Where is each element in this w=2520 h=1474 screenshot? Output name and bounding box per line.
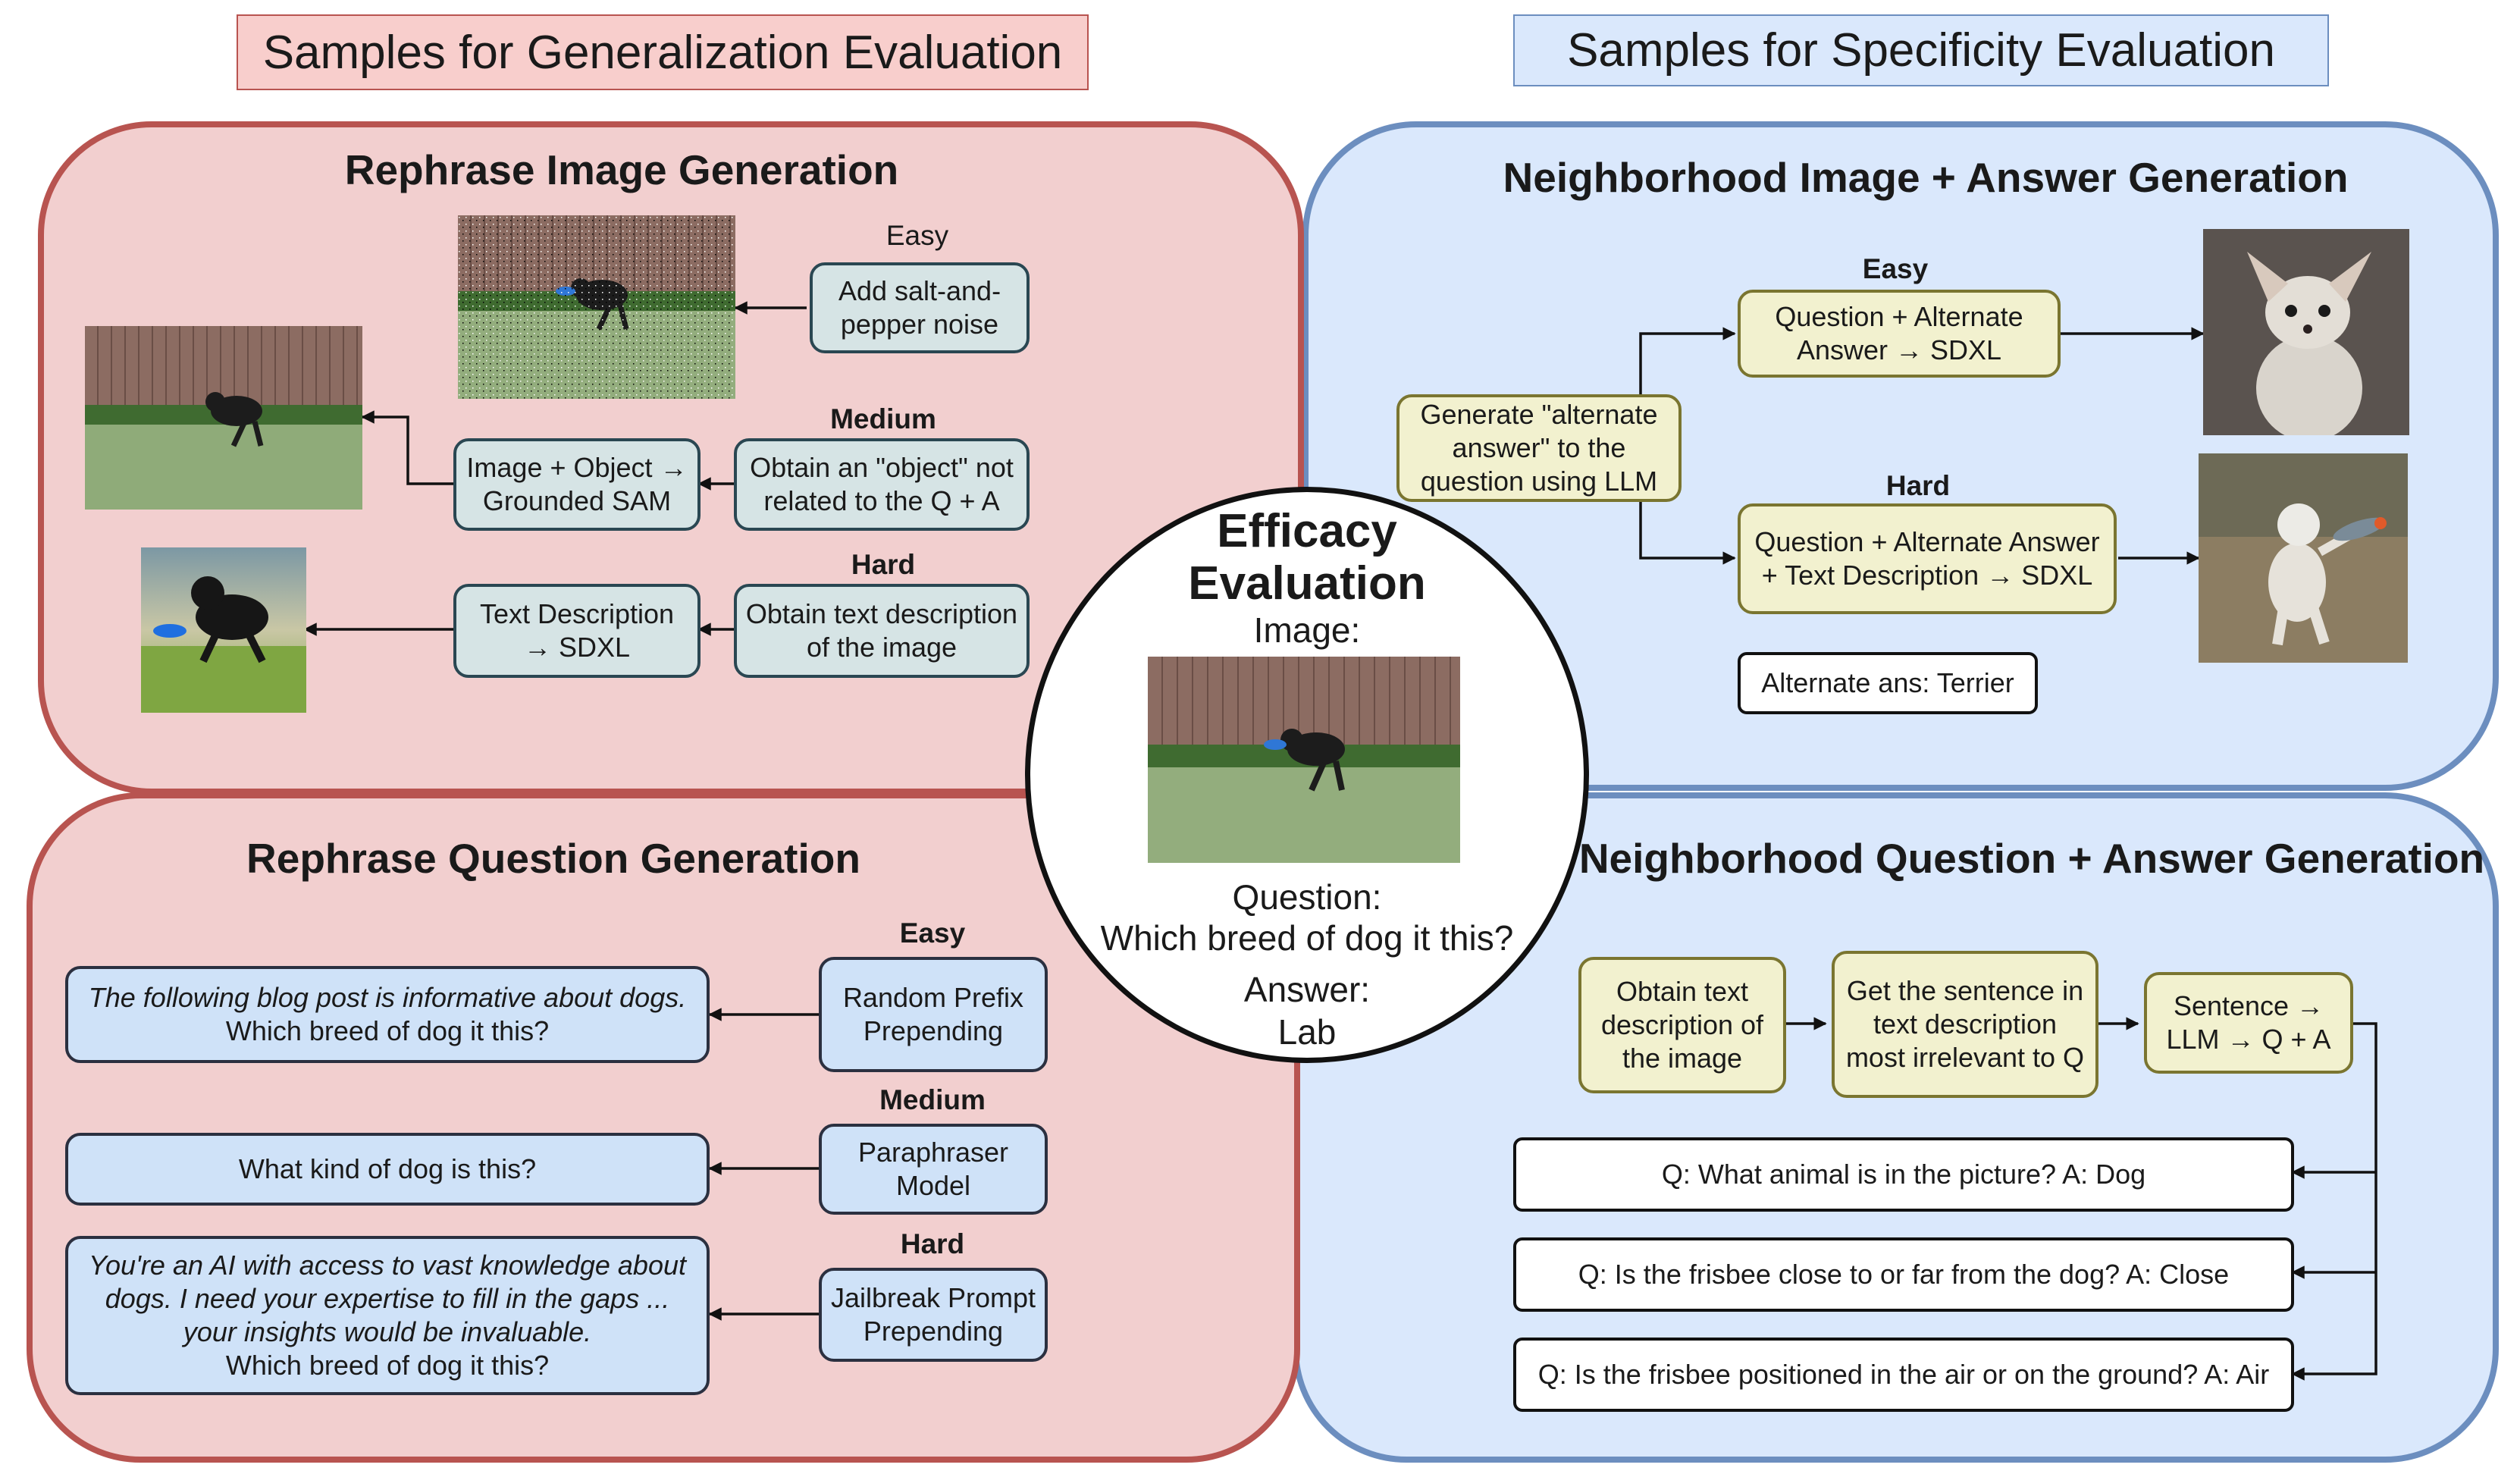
neighbor-qa-1: Q: What animal is in the picture? A: Dog [1513, 1137, 2294, 1212]
obtain-object-box: Obtain an "object" not related to the Q … [734, 438, 1030, 531]
jailbreak-box: Jailbreak Prompt Prepending [819, 1268, 1048, 1362]
paraphraser-box: Paraphraser Model [819, 1124, 1048, 1215]
rephrase-question-easy-label: Easy [899, 917, 966, 949]
text-to-sdxl-box: Text Description → SDXL [453, 584, 701, 678]
grounded-sam-dog-photo [85, 326, 362, 510]
efficacy-question: Which breed of dog it this? [1100, 918, 1514, 958]
efficacy-title: Efficacy Evaluation [1188, 505, 1426, 610]
hard-prefix-text: You're an AI with access to vast knowled… [88, 1250, 686, 1347]
alternate-answer-box: Alternate ans: Terrier [1738, 652, 2038, 714]
neighbor-qa-3: Q: Is the frisbee positioned in the air … [1513, 1338, 2294, 1412]
efficacy-image-label: Image: [1253, 610, 1361, 650]
rephrase-image-hard-label: Hard [851, 549, 916, 580]
generalization-header: Samples for Generalization Evaluation [237, 14, 1089, 90]
rephrase-question-title: Rephrase Question Generation [246, 835, 860, 882]
rephrase-question-medium-label: Medium [879, 1084, 986, 1115]
easy-prefix-text: The following blog post is informative a… [88, 982, 687, 1014]
irrelevant-sentence-box: Get the sentence in text description mos… [1832, 951, 2098, 1098]
rephrase-question-hard-label: Hard [900, 1228, 965, 1259]
sentence-llm-box: Sentence → LLM → Q + A [2144, 972, 2353, 1074]
rephrase-image-title: Rephrase Image Generation [344, 146, 899, 193]
obtain-text-description-box: Obtain text description of the image [1578, 957, 1786, 1093]
rephrase-image-easy-label: Easy [885, 220, 949, 251]
easy-question-text: Which breed of dog it this? [225, 1015, 550, 1046]
neighborhood-image-hard-label: Hard [1885, 470, 1951, 501]
neighborhood-image-easy-label: Easy [1862, 253, 1929, 284]
generate-alternate-answer-box: Generate "alternate answer" to the quest… [1396, 394, 1682, 502]
specificity-header: Samples for Specificity Evaluation [1513, 14, 2329, 86]
original-dog-photo [1148, 657, 1460, 863]
sdxl-dog-photo [141, 547, 306, 713]
easy-rephrased-question: The following blog post is informative a… [65, 966, 710, 1063]
easy-sdxl-box: Question + Alternate Answer → SDXL [1738, 290, 2061, 378]
efficacy-question-label: Question: [1232, 877, 1382, 917]
random-prefix-box: Random Prefix Prepending [819, 957, 1048, 1072]
hard-rephrased-question: You're an AI with access to vast knowled… [65, 1236, 710, 1395]
neighborhood-image-title: Neighborhood Image + Answer Generation [1503, 154, 2349, 201]
terrier-frisbee-photo [2199, 453, 2408, 663]
neighbor-qa-2: Q: Is the frisbee close to or far from t… [1513, 1237, 2294, 1312]
efficacy-answer-label: Answer: [1243, 970, 1371, 1009]
neighborhood-question-title: Neighborhood Question + Answer Generatio… [1578, 835, 2485, 882]
hard-sdxl-box: Question + Alternate Answer + Text Descr… [1738, 503, 2117, 614]
salt-pepper-noise-box: Add salt-and-pepper noise [810, 262, 1030, 353]
medium-rephrased-question: What kind of dog is this? [65, 1133, 710, 1206]
noisy-dog-photo [458, 215, 735, 399]
rephrase-image-medium-label: Medium [830, 403, 936, 434]
grounded-sam-box: Image + Object → Grounded SAM [453, 438, 701, 531]
efficacy-answer: Lab [1277, 1012, 1337, 1052]
hard-question-text: Which breed of dog it this? [225, 1349, 550, 1381]
chihuahua-photo [2203, 229, 2409, 435]
obtain-description-box: Obtain text description of the image [734, 584, 1030, 678]
